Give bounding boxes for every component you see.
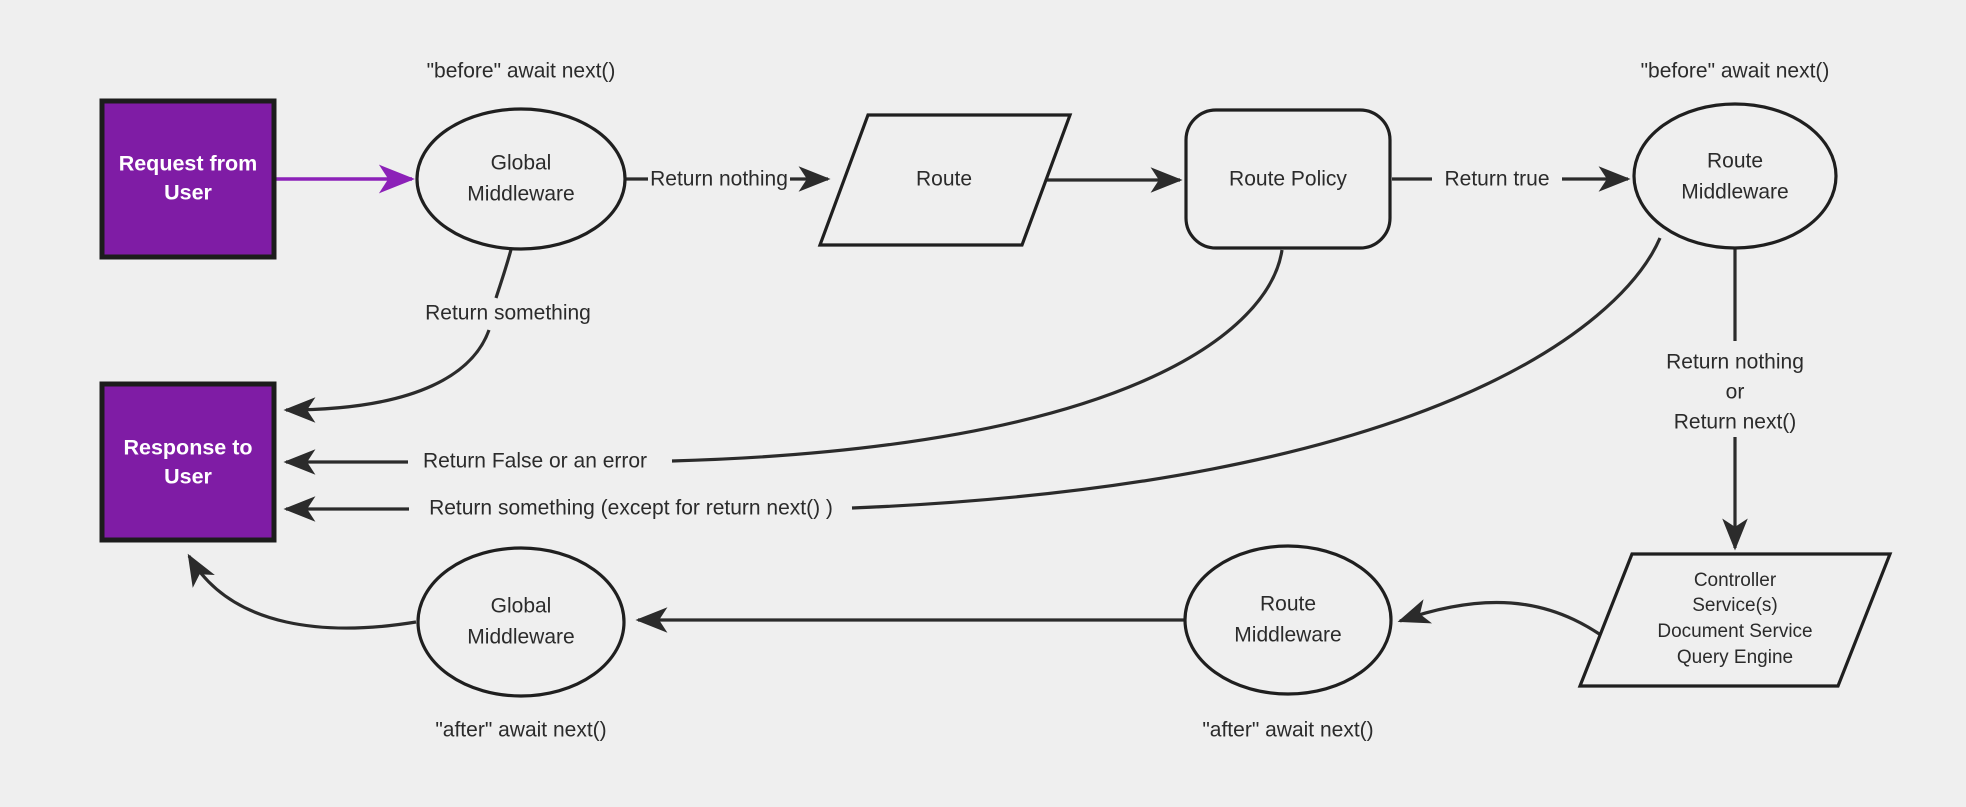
edge-label-return-nothing: Return nothing [650,168,788,191]
node-route-middleware-bottom-label-line1: Route [1260,593,1316,616]
node-route-policy-label: Route Policy [1229,168,1347,191]
edge-route-middleware-to-controller: Return nothing or Return next() [1666,247,1804,551]
edge-controller-to-route-middleware-bottom [1397,599,1617,648]
node-global-middleware-top-label-line2: Middleware [467,183,574,206]
edge-route-policy-to-route-middleware: Return true [1392,166,1631,192]
edge-global-middleware-to-response: Return something [283,245,591,423]
node-controller[interactable]: Controller Service(s) Document Service Q… [1577,552,1893,688]
node-global-middleware-top-label-line1: Global [491,152,552,175]
annotation-before-await-next-left: "before" await next() [427,60,616,83]
node-route-middleware-bottom[interactable]: Route Middleware [1183,544,1393,696]
node-route-middleware-top-label-line2: Middleware [1681,181,1788,204]
node-route-label: Route [916,168,972,191]
edge-label-return-something: Return something [425,302,591,325]
edge-global-middleware-bottom-to-response [187,553,417,630]
node-global-middleware-bottom[interactable]: Global Middleware [416,546,626,698]
annotation-after-await-next-right: "after" await next() [1202,719,1373,742]
node-route-policy[interactable]: Route Policy [1184,108,1392,250]
node-route-middleware-top-label-line1: Route [1707,150,1763,173]
node-response-to-user-label-line2: User [164,465,212,489]
edge-label-return-something-except-next: Return something (except for return next… [429,497,833,520]
edge-label-return-nothing-or-next-line2: or [1726,381,1745,404]
node-controller-line-3: Query Engine [1677,647,1793,668]
edge-label-return-nothing-or-next-line3: Return next() [1674,411,1797,434]
node-controller-line-1: Service(s) [1692,595,1778,616]
node-response-to-user[interactable]: Response to User [99,381,277,543]
annotation-after-await-next-left: "after" await next() [435,719,606,742]
node-controller-line-0: Controller [1694,570,1777,591]
annotation-before-await-next-right: "before" await next() [1641,60,1830,83]
node-response-to-user-label-line1: Response to [123,436,252,460]
node-request-from-user[interactable]: Request from User [99,98,277,260]
node-request-from-user-label-line1: Request from [119,152,258,176]
edge-label-return-nothing-or-next-line1: Return nothing [1666,351,1804,374]
node-global-middleware-bottom-label-line2: Middleware [467,626,574,649]
node-controller-line-2: Document Service [1657,621,1812,642]
node-route[interactable]: Route [817,113,1073,247]
edge-label-return-true: Return true [1444,168,1549,191]
node-request-from-user-label-line2: User [164,181,212,205]
edge-label-return-false-or-error: Return False or an error [423,450,647,473]
edge-route-middleware-to-response: Return something (except for return next… [283,237,1662,522]
node-route-middleware-bottom-label-line2: Middleware [1234,624,1341,647]
edge-route-policy-to-response: Return False or an error [283,249,1284,475]
node-route-middleware-top[interactable]: Route Middleware [1632,102,1838,250]
edge-global-middleware-to-route: Return nothing [626,166,831,192]
node-global-middleware-top[interactable]: Global Middleware [415,107,627,251]
node-global-middleware-bottom-label-line1: Global [491,595,552,618]
